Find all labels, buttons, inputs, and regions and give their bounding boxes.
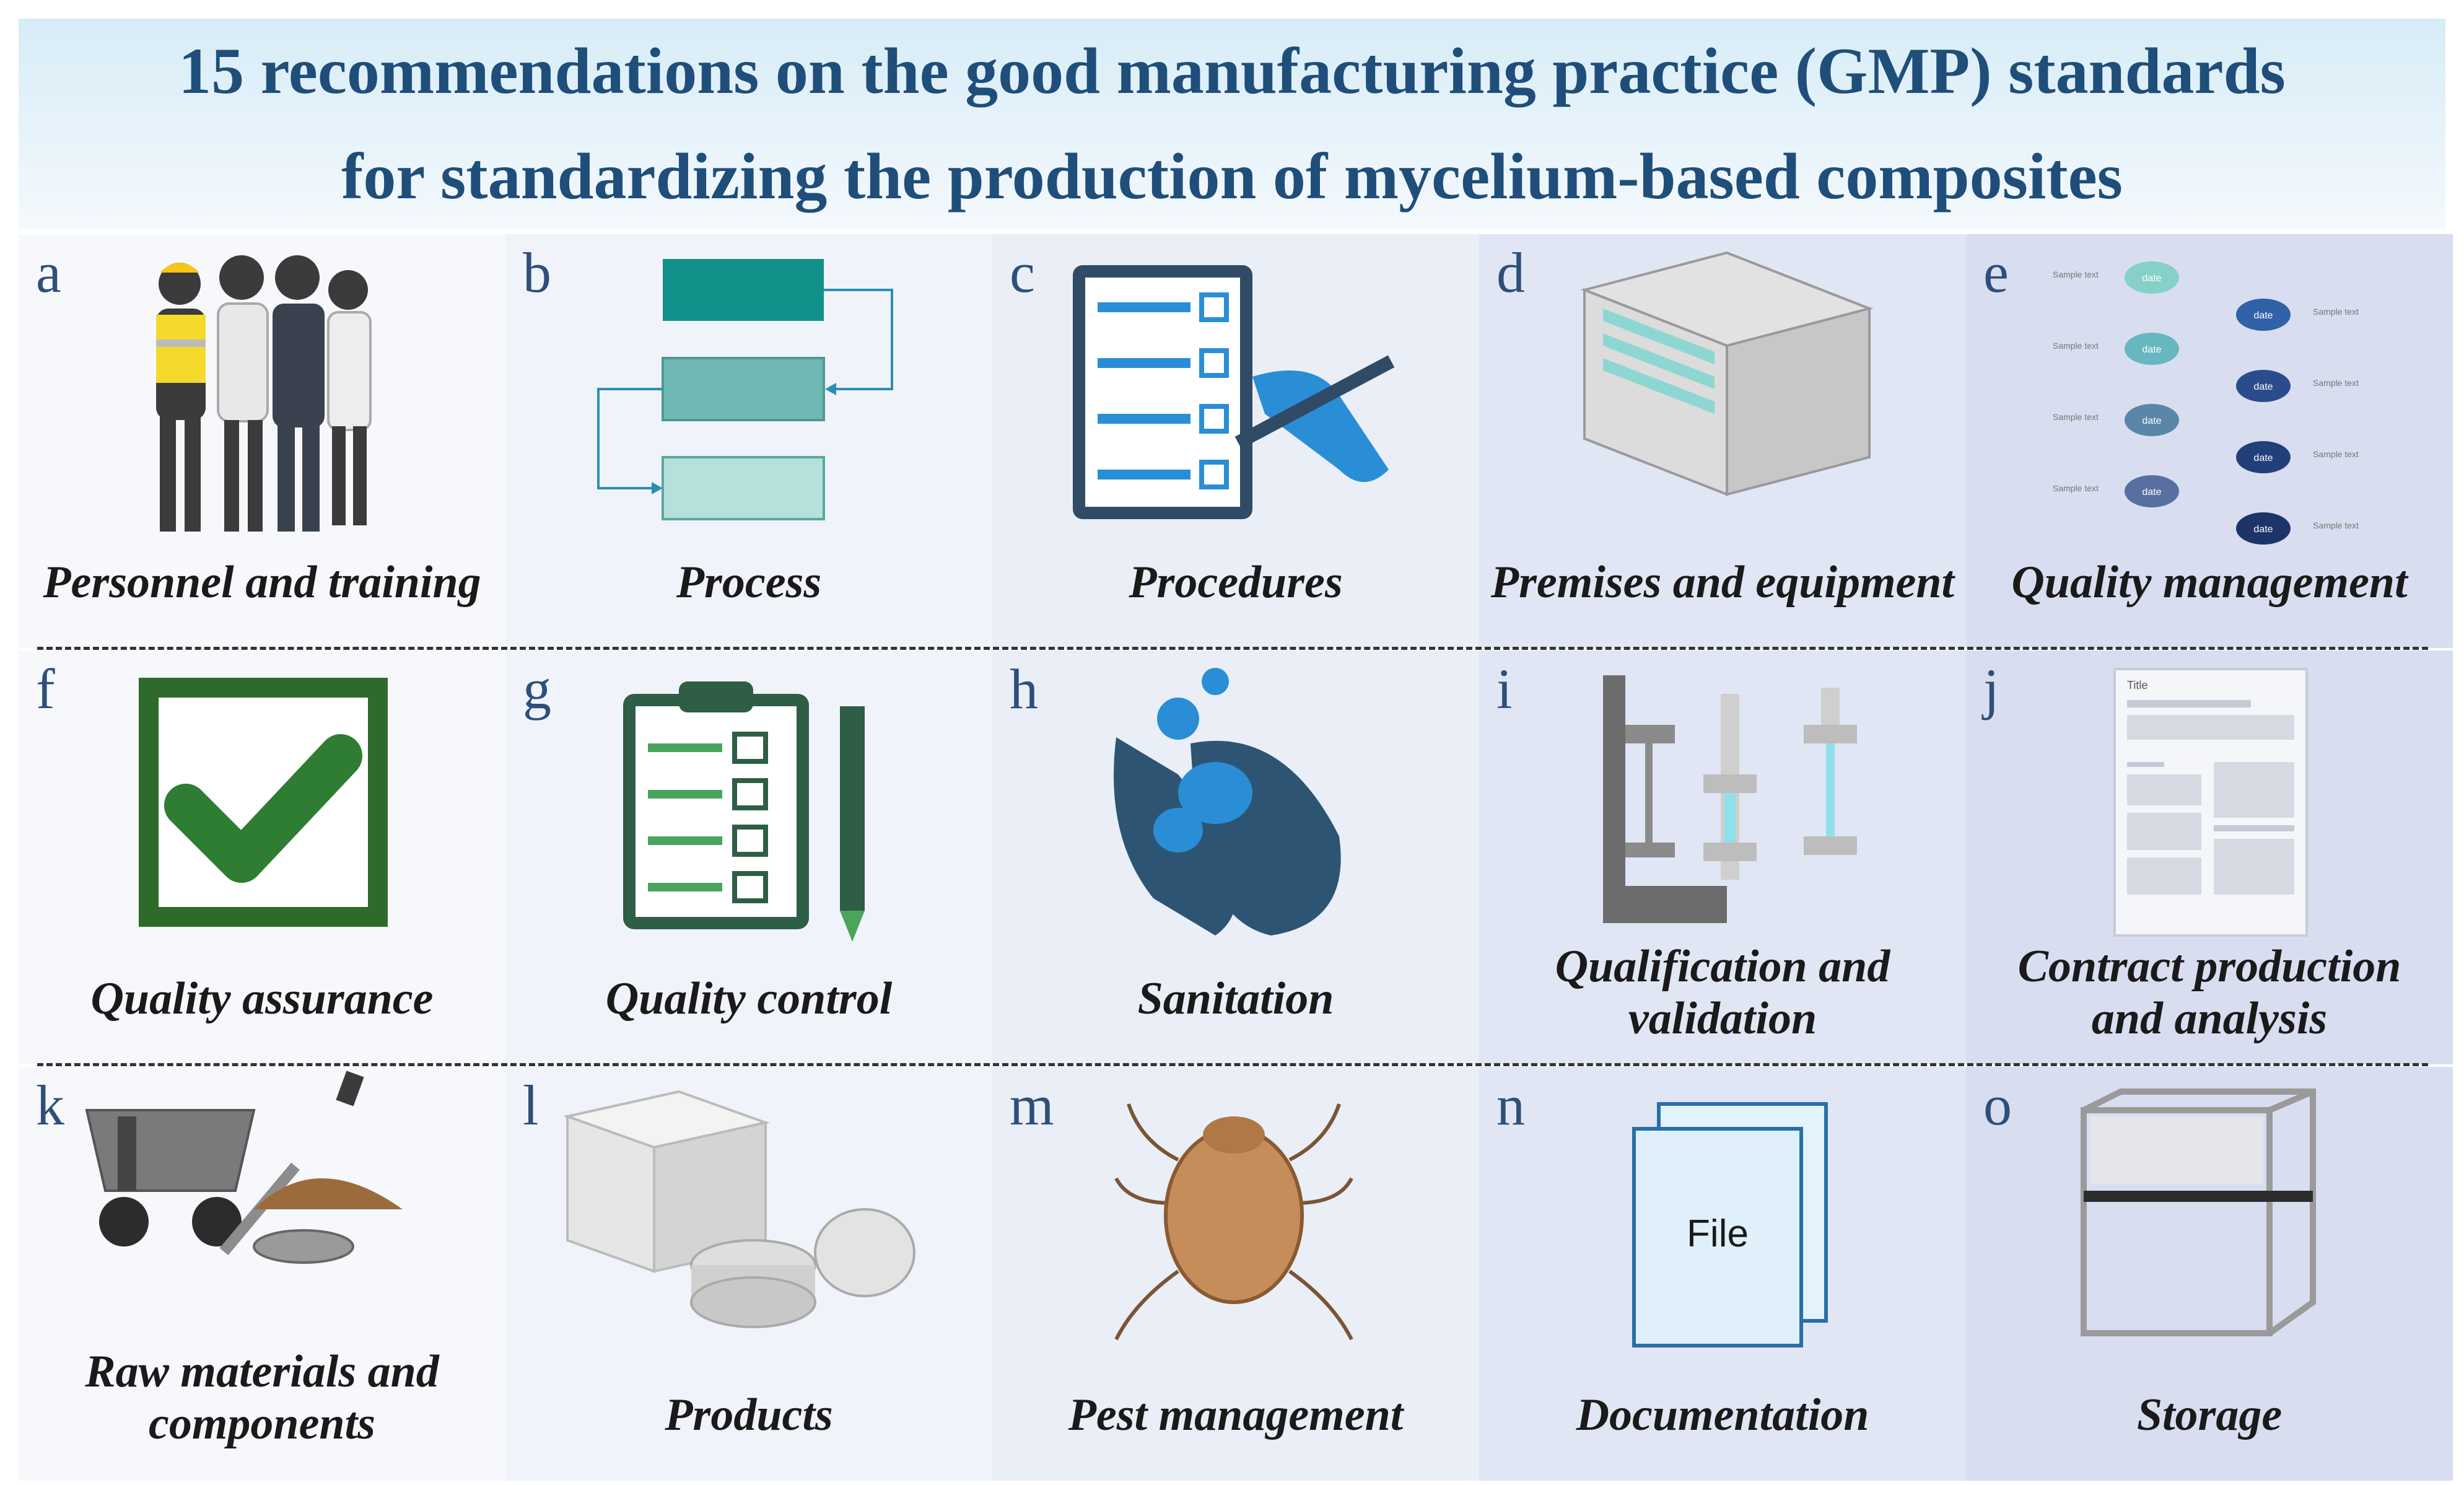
panel-label: Documentation — [1576, 1390, 1869, 1440]
storage-rack-icon — [2081, 1089, 2316, 1336]
panel-label-line-2: and analysis — [2091, 993, 2328, 1044]
panel-letter: d — [1496, 241, 1525, 304]
building-icon — [1580, 251, 1874, 496]
panel-label: Premises and equipment — [1490, 557, 1955, 608]
panel-personnel-training: a Personnel and training — [19, 234, 505, 648]
timeline-sample-text: Sample text — [2313, 520, 2359, 530]
test-machine-icon — [1603, 675, 1857, 923]
panel-label-line-2: components — [149, 1398, 375, 1449]
composite-blocks-icon — [562, 1090, 915, 1328]
panel-label: Quality assurance — [90, 973, 434, 1024]
timeline-date: date — [2142, 487, 2161, 497]
panel-pest-management: m Pest management — [992, 1067, 1479, 1481]
timeline-date: date — [2142, 273, 2161, 284]
panel-label: Quality control — [605, 973, 893, 1024]
panel-letter: i — [1496, 657, 1513, 721]
panel-label: Process — [676, 557, 822, 608]
document-title: Title — [2127, 679, 2147, 691]
panel-label: Procedures — [1129, 557, 1343, 608]
panel-procedures: c Procedures — [992, 234, 1479, 648]
title-line-1: 15 recommendations on the good manufactu… — [178, 35, 2286, 107]
timeline-icon: Sample text Sample text Sample text Samp… — [2053, 261, 2359, 545]
panel-letter: h — [1010, 657, 1038, 721]
checkbox-icon — [139, 678, 388, 927]
panel-letter: l — [523, 1074, 539, 1137]
panel-letter: n — [1496, 1074, 1525, 1137]
panel-label-line-1: Qualification and — [1555, 941, 1890, 992]
panel-label: Qualification and validation — [1479, 940, 1966, 1045]
panel-label-line-1: Contract production — [2017, 941, 2401, 992]
grain-cart-icon — [85, 1071, 403, 1264]
panel-label: Storage — [2136, 1390, 2283, 1440]
panel-letter: e — [1983, 241, 2009, 304]
panel-label: Quality management — [2011, 557, 2408, 608]
timeline-sample-text: Sample text — [2053, 269, 2099, 279]
timeline-date: date — [2142, 344, 2161, 355]
clipboard-pencil-icon — [623, 681, 865, 942]
timeline-sample-text: Sample text — [2313, 378, 2359, 388]
mite-icon — [1114, 1103, 1353, 1341]
panel-process: b Process — [505, 234, 992, 648]
timeline-sample-text: Sample text — [2053, 412, 2099, 422]
title-line-2: for standardizing the production of myce… — [341, 140, 2123, 212]
timeline-date: date — [2253, 524, 2273, 535]
timeline-sample-text: Sample text — [2053, 483, 2099, 493]
panel-raw-materials: k Raw materials and components — [19, 1067, 505, 1481]
panel-contract-production: j Title Contract production and analysis — [1966, 651, 2453, 1064]
panel-letter: c — [1010, 241, 1035, 304]
panel-label: Personnel and training — [43, 557, 481, 608]
timeline-sample-text: Sample text — [2053, 341, 2099, 351]
panel-letter: a — [36, 241, 61, 304]
panel-letter: j — [1983, 657, 1999, 721]
checklist-hand-icon — [1073, 265, 1395, 519]
timeline-date: date — [2142, 416, 2161, 426]
panel-label: Raw materials and components — [19, 1346, 505, 1450]
panel-qualification-validation: i Qualification and validation — [1479, 651, 1966, 1064]
document-template-icon: Title — [2113, 668, 2308, 937]
panel-letter: o — [1983, 1074, 2012, 1137]
file-icon: File — [1632, 1102, 1828, 1347]
panel-quality-management: e Sample text Sample text Sample text Sa… — [1966, 234, 2453, 648]
timeline-sample-text: Sample text — [2313, 307, 2359, 317]
panel-sanitation: h Sanitation — [992, 651, 1479, 1064]
people-icon — [156, 255, 372, 532]
panel-letter: m — [1010, 1074, 1054, 1137]
panel-label-line-2: validation — [1628, 993, 1817, 1044]
panel-label: Sanitation — [1137, 973, 1334, 1024]
panel-letter: b — [523, 241, 551, 304]
flowchart-icon — [597, 259, 893, 520]
handwash-icon — [1114, 668, 1341, 935]
row-divider — [37, 1063, 2428, 1066]
timeline-date: date — [2253, 453, 2273, 463]
panel-premises-equipment: d Premises and equipment — [1479, 234, 1966, 648]
panel-documentation: n File Documentation — [1479, 1067, 1966, 1481]
panel-label: Contract production and analysis — [1966, 940, 2453, 1045]
panel-label: Pest management — [1068, 1390, 1404, 1440]
row-divider — [37, 647, 2428, 650]
panel-letter: f — [36, 657, 55, 721]
panel-quality-control: g Quality control — [505, 651, 992, 1064]
timeline-date: date — [2253, 382, 2273, 392]
timeline-date: date — [2253, 310, 2273, 321]
file-label: File — [1687, 1212, 1749, 1255]
panel-products: l Products — [505, 1067, 992, 1481]
figure-title: 15 recommendations on the good manufactu… — [19, 19, 2445, 229]
panel-label-line-1: Raw materials and — [85, 1346, 439, 1397]
timeline-sample-text: Sample text — [2313, 449, 2359, 459]
panel-letter: g — [523, 657, 551, 721]
panel-letter: k — [36, 1074, 64, 1137]
panel-label: Products — [665, 1390, 833, 1440]
panel-quality-assurance: f Quality assurance — [19, 651, 505, 1064]
panel-storage: o Storage — [1966, 1067, 2453, 1481]
